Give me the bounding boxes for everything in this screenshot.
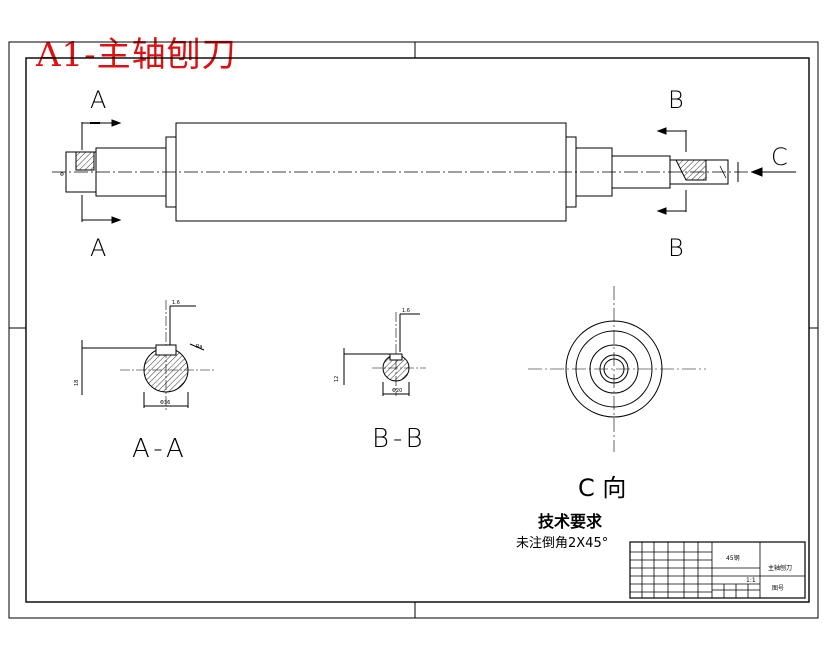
- drawing-title: A1-主轴刨刀: [36, 35, 237, 75]
- section-b-b-view: 1.6 12 Φ20: [334, 308, 426, 396]
- svg-text:Φ20: Φ20: [392, 388, 402, 394]
- view-c-arrow: [737, 162, 796, 182]
- shaft-main-view: Φ: [52, 122, 796, 222]
- section-a-markers: [81, 119, 122, 224]
- title-block-material: 45钢: [726, 555, 740, 562]
- left-keyway: [75, 151, 95, 171]
- title-block-sheet: 图号: [772, 585, 785, 592]
- tech-req-line: 未注倒角2X45°: [516, 536, 609, 551]
- section-b-bottom-letter: B: [668, 234, 684, 262]
- section-a-top-letter: A: [90, 86, 107, 114]
- view-c: [528, 286, 706, 452]
- svg-text:Ra: Ra: [196, 344, 202, 350]
- title-block: [629, 541, 806, 599]
- view-c-title: C 向: [578, 474, 627, 502]
- svg-text:Φ: Φ: [60, 172, 64, 178]
- section-a-a-view: 1.6 Ra 18 Φ36: [74, 300, 214, 410]
- svg-text:12: 12: [334, 376, 340, 382]
- right-keyway: [675, 159, 707, 181]
- section-a-bottom-letter: A: [90, 234, 107, 262]
- section-b-top-letter: B: [668, 86, 684, 114]
- svg-text:1.6: 1.6: [402, 308, 410, 314]
- section-b-b-label: B-B: [372, 424, 427, 454]
- svg-text:Φ36: Φ36: [160, 400, 170, 406]
- title-block-part-name: 主轴刨刀: [768, 565, 793, 572]
- title-block-scale: 1:1: [746, 577, 756, 584]
- svg-text:18: 18: [74, 380, 80, 386]
- tech-req-heading: 技术要求: [538, 512, 603, 531]
- section-b-markers: [656, 127, 687, 215]
- sheet-frame: [8, 41, 819, 619]
- svg-text:1.6: 1.6: [172, 300, 180, 306]
- view-c-letter: C: [771, 143, 788, 171]
- section-a-a-label: A-A: [132, 434, 188, 464]
